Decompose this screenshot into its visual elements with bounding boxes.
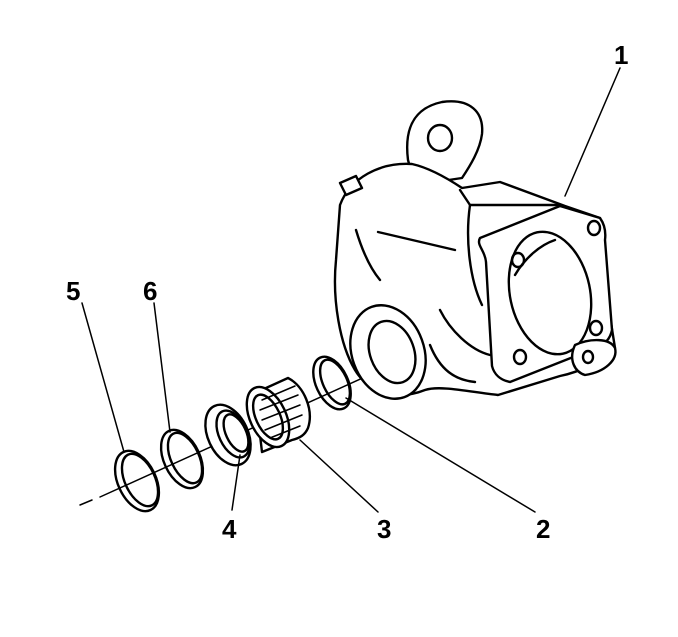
- leader-line-1: [564, 67, 621, 197]
- callout-2: 2: [536, 514, 550, 544]
- leader-line-3: [299, 439, 379, 513]
- housing: [333, 100, 617, 400]
- callout-1: 1: [614, 40, 628, 70]
- retaining-ring-2: [312, 355, 352, 411]
- callout-4: 4: [222, 514, 237, 544]
- callout-6: 6: [143, 276, 157, 306]
- leader-line-2: [345, 397, 536, 513]
- callout-5: 5: [66, 276, 80, 306]
- seal-4: [204, 403, 252, 467]
- ring-6: [159, 428, 205, 490]
- callout-3: 3: [377, 514, 391, 544]
- leader-line-4: [231, 454, 241, 511]
- leader-lines: [81, 67, 621, 513]
- needle-bearing-3: [245, 376, 311, 454]
- leader-line-5: [81, 302, 125, 453]
- leader-line-6: [153, 302, 171, 433]
